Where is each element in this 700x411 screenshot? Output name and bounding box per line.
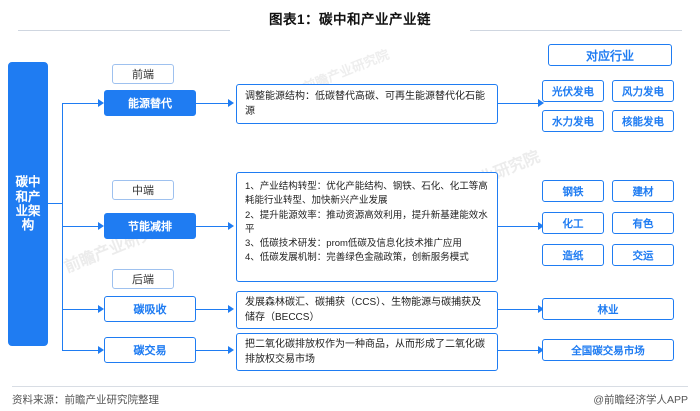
industry-label: 林业 — [597, 303, 619, 316]
industry-header-label: 对应行业 — [585, 48, 634, 63]
ind-line-4 — [498, 350, 538, 351]
trunk-to-spine — [48, 203, 62, 204]
stage-text: 后端 — [132, 274, 154, 286]
industry-chemical[interactable]: 化工 — [542, 212, 604, 234]
industry-nonferrous[interactable]: 有色 — [612, 212, 674, 234]
stage-text: 前端 — [132, 69, 154, 81]
industry-transport[interactable]: 交运 — [612, 244, 674, 266]
branch-label: 碳交易 — [133, 345, 167, 357]
stage-text: 中端 — [132, 185, 154, 197]
industry-header: 对应行业 — [548, 44, 672, 66]
stage-label-middle: 中端 — [112, 180, 174, 200]
brand-note: @前瞻经济学人APP — [593, 394, 688, 406]
branch-node-saving[interactable]: 节能减排 — [104, 213, 196, 239]
industry-label: 造纸 — [562, 249, 584, 262]
industry-carbon-market[interactable]: 全国碳交易市场 — [542, 339, 674, 361]
industry-forestry[interactable]: 林业 — [542, 298, 674, 320]
ind-arrow-1 — [538, 99, 544, 107]
desc-arrow-2 — [228, 222, 234, 230]
ind-arrow-2 — [538, 222, 544, 230]
desc-text: 发展森林碳汇、碳捕获（CCS）、生物能源与碳捕获及储存（BECCS） — [245, 297, 482, 323]
source-note: 资料来源：前瞻产业研究院整理 — [12, 394, 159, 406]
desc-text: 调整能源结构：低碳替代高碳、可再生能源替代化石能源 — [245, 91, 485, 117]
branch-arrow-2 — [98, 222, 104, 230]
industry-label: 建材 — [632, 185, 654, 198]
industry-paper[interactable]: 造纸 — [542, 244, 604, 266]
desc-line-2 — [196, 226, 228, 227]
industry-label: 风力发电 — [622, 85, 664, 98]
industry-label: 水力发电 — [552, 115, 594, 128]
footer-divider — [12, 386, 688, 387]
desc-arrow-3 — [228, 305, 234, 313]
industry-label: 钢铁 — [562, 185, 584, 198]
ind-arrow-4 — [538, 346, 544, 354]
industry-label: 有色 — [632, 217, 654, 230]
desc-line-1 — [196, 103, 228, 104]
branch-line-2 — [62, 226, 98, 227]
industry-label: 化工 — [562, 217, 584, 230]
industry-steel[interactable]: 钢铁 — [542, 180, 604, 202]
ind-line-2 — [498, 226, 538, 227]
industry-label: 光伏发电 — [552, 85, 594, 98]
stage-label-back: 后端 — [112, 269, 174, 289]
desc-absorb: 发展森林碳汇、碳捕获（CCS）、生物能源与碳捕获及储存（BECCS） — [236, 291, 498, 329]
branch-arrow-4 — [98, 346, 104, 354]
desc-energy: 调整能源结构：低碳替代高碳、可再生能源替代化石能源 — [236, 84, 498, 124]
desc-text: 把二氧化碳排放权作为一种商品，从而形成了二氧化碳排放权交易市场 — [245, 339, 485, 365]
industry-pv[interactable]: 光伏发电 — [542, 80, 604, 102]
branch-node-energy[interactable]: 能源替代 — [104, 90, 196, 116]
branch-label: 碳吸收 — [133, 304, 167, 316]
industry-label: 全国碳交易市场 — [571, 344, 645, 357]
branch-line-1 — [62, 103, 98, 104]
page-title: 图表1：碳中和产业产业链 — [268, 12, 431, 27]
industry-hydro[interactable]: 水力发电 — [542, 110, 604, 132]
title-rule-left — [18, 30, 230, 31]
desc-text: 1、产业结构转型：优化产能结构、钢铁、石化、化工等高耗能行业转型、加快新兴产业发… — [245, 181, 488, 264]
branch-line-3 — [62, 309, 98, 310]
industry-label: 交运 — [632, 249, 654, 262]
ind-arrow-3 — [538, 305, 544, 313]
industry-nuclear[interactable]: 核能发电 — [612, 110, 674, 132]
branch-node-absorb[interactable]: 碳吸收 — [104, 296, 196, 322]
industry-building-materials[interactable]: 建材 — [612, 180, 674, 202]
desc-saving: 1、产业结构转型：优化产能结构、钢铁、石化、化工等高耗能行业转型、加快新兴产业发… — [236, 172, 498, 282]
branch-label: 节能减排 — [128, 221, 172, 233]
desc-line-4 — [196, 350, 228, 351]
desc-arrow-1 — [228, 99, 234, 107]
desc-line-3 — [196, 309, 228, 310]
stage-label-front: 前端 — [112, 64, 174, 84]
ind-line-3 — [498, 309, 538, 310]
branch-line-4 — [62, 350, 98, 351]
branch-node-trade[interactable]: 碳交易 — [104, 337, 196, 363]
trunk-node: 碳中和产业架构 — [8, 62, 48, 346]
industry-wind[interactable]: 风力发电 — [612, 80, 674, 102]
branch-label: 能源替代 — [128, 98, 172, 110]
desc-arrow-4 — [228, 346, 234, 354]
trunk-label: 碳中和产业架构 — [15, 175, 41, 233]
title-rule-right — [470, 30, 682, 31]
branch-arrow-1 — [98, 99, 104, 107]
desc-trade: 把二氧化碳排放权作为一种商品，从而形成了二氧化碳排放权交易市场 — [236, 333, 498, 371]
industry-label: 核能发电 — [622, 115, 664, 128]
ind-line-1 — [498, 103, 538, 104]
branch-arrow-3 — [98, 305, 104, 313]
